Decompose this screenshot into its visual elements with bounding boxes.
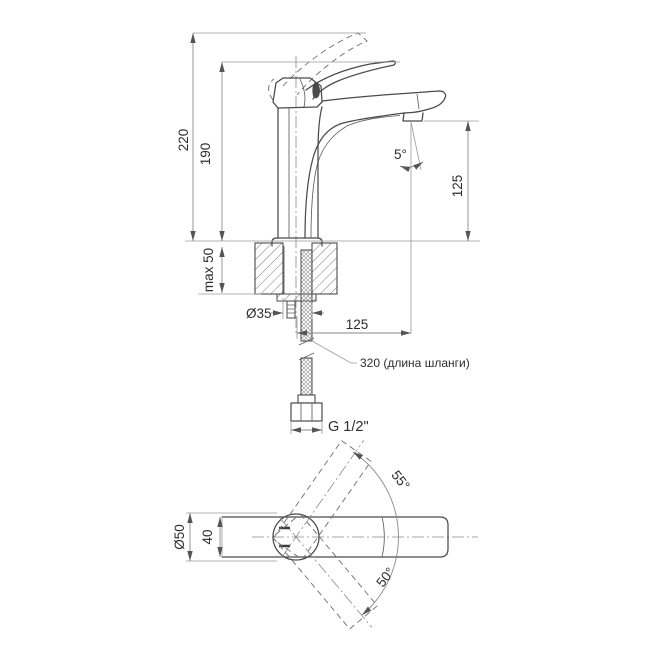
hose-length-label: 320 (длина шланги): [360, 356, 470, 370]
spout-reach-label: 125: [346, 317, 369, 332]
thread-label: G 1/2": [328, 419, 369, 435]
dim-thread: G 1/2": [290, 419, 369, 435]
dim-handle-height: 190: [198, 61, 400, 241]
hose-collar: [297, 394, 316, 404]
dim-outlet-height: 125: [424, 120, 479, 241]
dim-spout-reach: 125: [296, 316, 411, 339]
body-width-label: 40: [200, 529, 215, 544]
cartridge-cap: [272, 77, 323, 109]
water-stream: 5°: [394, 121, 424, 333]
hex-nut: [290, 402, 323, 422]
deck-thickness-label: max 50: [201, 248, 216, 292]
base-diameter-label: Ø50: [172, 524, 187, 550]
dim-base-diameter: Ø50: [172, 512, 277, 562]
handle-lever: [299, 60, 396, 108]
dim-total-height: 220: [176, 32, 366, 241]
plan-body-outline: [221, 516, 449, 558]
side-view: 5° 220: [176, 32, 480, 435]
swing-down-label: 50°: [373, 565, 397, 590]
outlet-height-label: 125: [450, 175, 465, 198]
handle-neck-shadow: [312, 82, 320, 99]
total-height-label: 220: [176, 129, 191, 152]
plan-pivot-arc: [381, 516, 385, 558]
flexible-hose: [290, 249, 323, 422]
dim-body-width: 40: [200, 517, 223, 557]
dim-hole-diameter: Ø35: [246, 298, 324, 321]
swing-arc: [352, 451, 399, 616]
spout-and-column: [271, 90, 447, 247]
countertop-right-block: [311, 242, 338, 295]
swing-up-label: 55°: [388, 468, 412, 493]
handle-raised-ghost: [268, 32, 368, 101]
countertop-left-block: [254, 242, 284, 295]
handle-ghost-down: [271, 513, 378, 630]
base-flange: [271, 237, 323, 247]
hose-lower: [300, 357, 313, 396]
leader-hose-length: 320 (длина шланги): [311, 340, 470, 370]
handle-height-label: 190: [198, 143, 213, 166]
hole-diameter-label: Ø35: [246, 306, 272, 321]
dim-deck-thickness: max 50: [198, 247, 262, 295]
stream-angle-label: 5°: [394, 147, 407, 162]
top-view: 55° 50° Ø50 40: [172, 440, 478, 630]
handle-ghost-up: [272, 440, 372, 561]
locknut: [276, 293, 317, 302]
hose-upper: [300, 249, 313, 342]
threaded-stud: [286, 300, 296, 319]
